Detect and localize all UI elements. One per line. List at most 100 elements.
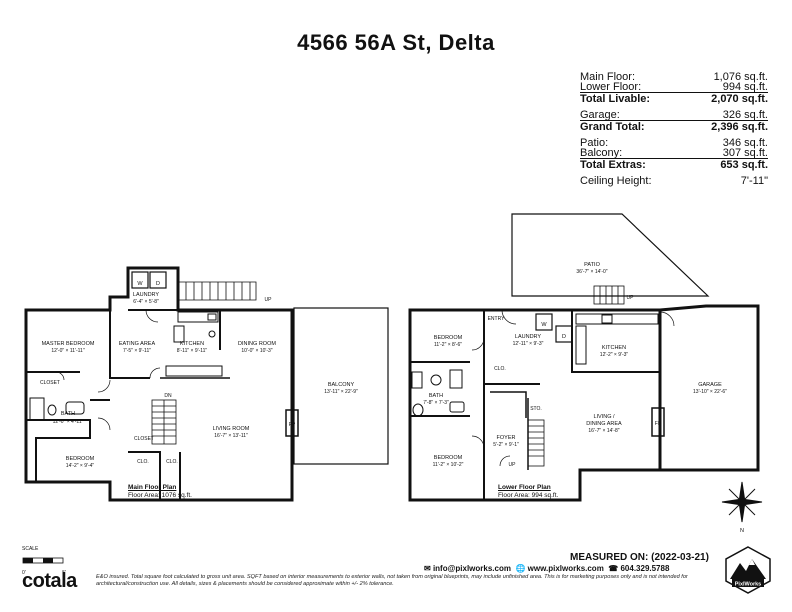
lower-floor-caption-title: Lower Floor Plan <box>498 484 551 491</box>
area-row: Main Floor: 1,076 sq.ft. <box>580 71 768 83</box>
room-label-bath: BATH <box>61 411 75 417</box>
stairs-down-label: DN <box>164 393 172 399</box>
lower-floor-caption-area: Floor Area: 994 sq.ft. <box>498 492 559 499</box>
room-label-lower-bedroom-1: BEDROOM <box>434 335 463 341</box>
area-row-label: Balcony: <box>580 147 623 159</box>
balcony-outline <box>293 307 389 465</box>
lower-door-swings <box>471 309 675 467</box>
room-label-master-bedroom: MASTER BEDROOM <box>42 341 95 347</box>
room-label-patio: PATIO <box>584 262 600 268</box>
area-row-value: 1,076 sq.ft. <box>713 71 768 83</box>
room-label-dining-room: DINING ROOM <box>238 341 276 347</box>
room-label-foyer: FOYER <box>497 435 516 441</box>
contact-email[interactable]: info@pixlworks.com <box>432 564 511 573</box>
clo-label: CLO. <box>137 459 149 465</box>
room-dim-patio: 36'-7" × 14'-0" <box>576 269 607 275</box>
main-bath-fixtures <box>29 397 85 421</box>
room-dim-kitchen: 8'-11" × 9'-11" <box>177 348 208 354</box>
area-row-label: Garage: <box>580 109 620 121</box>
area-row-label: Total Extras: <box>580 159 646 171</box>
room-label-bedroom: BEDROOM <box>66 456 95 462</box>
room-dim-lower-bedroom-1: 11'-2" × 8'-6" <box>434 342 462 348</box>
area-row: Balcony:307 sq.ft. <box>580 147 768 159</box>
ceiling-height-value: 7'-11" <box>740 175 768 187</box>
lower-washer-dryer <box>535 313 573 343</box>
badge-text: PixlWorks <box>735 582 762 588</box>
scale-label: SCALE <box>22 546 39 552</box>
area-row-value: 2,070 sq.ft. <box>711 93 768 105</box>
room-dim-master-bedroom: 12'-0" × 11'-11" <box>51 348 84 354</box>
phone-icon: ☎ <box>608 564 619 573</box>
lower-bath-fixtures <box>411 369 465 417</box>
area-row-label: Total Livable: <box>580 93 651 105</box>
room-dim-eating-area: 7'-5" × 9'-11" <box>123 348 151 354</box>
area-row-value: 346 sq.ft. <box>722 137 768 149</box>
area-row-label: Main Floor: <box>580 71 636 83</box>
dryer-label: D <box>156 281 160 287</box>
lower-dryer-label: D <box>562 334 566 340</box>
room-label-lower-kitchen: KITCHEN <box>602 345 626 351</box>
room-label-eating-area: EATING AREA <box>119 341 156 347</box>
web-icon: 🌐 <box>515 564 526 573</box>
patio-up-label: UP <box>627 295 635 301</box>
room-dim-dining-room: 10'-0" × 10'-3" <box>241 348 272 354</box>
lower-kitchen-counters <box>575 313 659 365</box>
main-floor-walls <box>24 266 294 502</box>
main-exterior-stairs <box>178 281 257 301</box>
lower-floor-labels: PATIO 36'-7" × 14'-0" BEDROOM 11'-2" × 8… <box>423 262 727 468</box>
disclaimer-text: E&O insured. Total square foot calculate… <box>96 574 688 587</box>
main-door-swings <box>55 309 161 431</box>
fireplace-label: FP <box>289 422 296 428</box>
area-total-row: Grand Total:2,396 sq.ft. <box>580 120 768 133</box>
room-dim-living-dining: 16'-7" × 14'-8" <box>588 428 619 434</box>
clo-label-2: CLO. <box>166 459 178 465</box>
area-row: Garage: 326 sq.ft. <box>580 109 768 121</box>
room-label-garage: GARAGE <box>698 382 722 388</box>
room-label-living-dining-2: DINING AREA <box>586 421 622 427</box>
main-fireplace <box>285 409 299 437</box>
room-label-lower-bath: BATH <box>429 393 443 399</box>
main-floor-caption-area: Floor Area: 1076 sq.ft. <box>128 492 192 499</box>
room-dim-lower-laundry: 12'-11" × 9'-3" <box>513 341 544 347</box>
area-summary-table: Main Floor: 1,076 sq.ft. Lower Floor: 994 s… <box>580 71 768 187</box>
area-row-value: 994 sq.ft. <box>722 81 768 93</box>
main-floor-caption-title: Main Floor Plan <box>128 484 177 491</box>
area-row-label: Patio: <box>580 137 609 149</box>
area-total-row: Total Extras: 653 sq.ft. <box>580 158 768 171</box>
area-row-value: 653 sq.ft. <box>720 159 768 171</box>
lower-floor-caption: Lower Floor Plan Floor Area: 994 sq.ft. <box>498 484 558 500</box>
ceiling-height-row: Ceiling Height:7'-11" <box>580 175 768 187</box>
room-dim-lower-kitchen: 12'-2" × 9'-3" <box>600 352 629 358</box>
lower-interior-stairs <box>527 419 545 467</box>
room-dim-lower-bedroom-2: 11'-2" × 10'-2" <box>433 462 464 468</box>
room-dim-balcony: 13'-11" × 22'-9" <box>324 389 358 395</box>
scale-bar-graphic <box>22 557 64 564</box>
room-dim-laundry: 6'-4" × 5'-8" <box>133 299 159 305</box>
area-row-label: Lower Floor: <box>580 81 642 93</box>
scale-five: 5' <box>62 570 66 576</box>
room-dim-garage: 13'-10" × 22'-6" <box>693 389 727 395</box>
room-dim-living-room: 16'-7" × 13'-11" <box>214 433 248 439</box>
area-row: Lower Floor: 994 sq.ft. <box>580 81 768 93</box>
lower-fireplace-label: FP <box>655 421 662 427</box>
storage-label: STO. <box>530 406 542 412</box>
contact-phone[interactable]: 604.329.5788 <box>620 564 670 573</box>
area-row-value: 326 sq.ft. <box>722 109 768 121</box>
main-floor-caption: Main Floor Plan Floor Area: 1076 sq.ft. <box>128 484 192 500</box>
room-label-lower-laundry: LAUNDRY <box>515 334 542 340</box>
lower-exterior-stairs <box>593 285 625 305</box>
entry-label: ENTRY <box>488 316 506 322</box>
room-label-living-dining: LIVING / <box>593 414 615 420</box>
room-dim-bedroom: 14'-2" × 9'-4" <box>66 463 95 469</box>
garage-walls <box>659 304 760 472</box>
room-label-balcony: BALCONY <box>328 382 355 388</box>
scale-bar: SCALE 0' 5' <box>22 546 66 576</box>
contact-web[interactable]: www.pixlworks.com <box>527 564 604 573</box>
scale-zero: 0' <box>22 570 26 576</box>
room-dim-foyer: 5'-2" × 9'-1" <box>493 442 519 448</box>
main-kitchen-counters <box>165 311 223 377</box>
washer-label: W <box>137 281 143 287</box>
area-row-label: Grand Total: <box>580 121 645 133</box>
room-label-lower-bedroom-2: BEDROOM <box>434 455 463 461</box>
